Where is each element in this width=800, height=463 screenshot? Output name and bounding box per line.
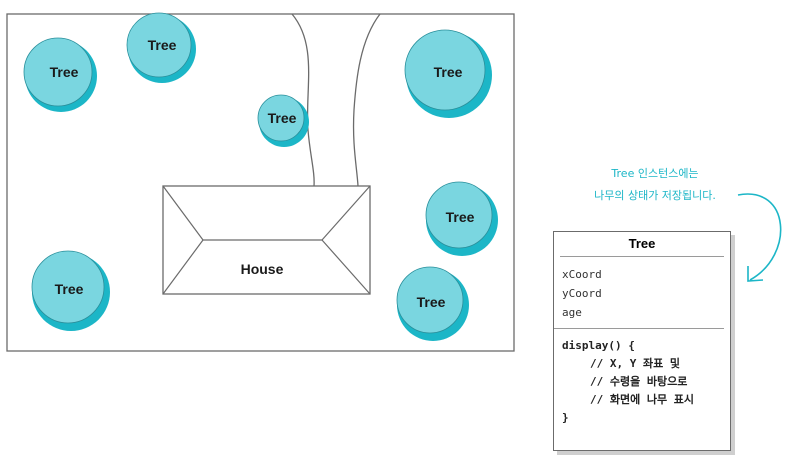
- method-line: // 수령을 바탕으로: [590, 375, 688, 388]
- house: House: [162, 185, 371, 295]
- annotation-arrow: [737, 193, 782, 281]
- field-ycoord: yCoord: [562, 287, 602, 300]
- field-xcoord: xCoord: [562, 268, 602, 281]
- tree-class-box: Tree xCoord yCoord age display() { // X,…: [553, 231, 731, 451]
- tree-label: Tree: [148, 37, 177, 53]
- method-line: // 화면에 나무 표시: [590, 393, 694, 406]
- tree-label: Tree: [55, 281, 84, 297]
- class-name: Tree: [560, 232, 724, 257]
- path-right-edge: [352, 13, 381, 187]
- yard-boundary: [6, 13, 515, 352]
- annotation-line-2: 나무의 상태가 저장됩니다.: [594, 189, 716, 202]
- annotation-line-1: Tree 인스턴스에는: [611, 167, 699, 180]
- class-methods: display() { // X, Y 좌표 및 // 수령을 바탕으로 // …: [554, 329, 730, 427]
- tree-2: Tree: [126, 12, 196, 83]
- tree-4: Tree: [404, 29, 492, 118]
- method-line: // X, Y 좌표 및: [590, 357, 680, 370]
- house-label: House: [241, 261, 284, 277]
- annotation-arrowhead: [747, 266, 764, 282]
- tree-6: Tree: [31, 250, 110, 331]
- tree-label: Tree: [434, 64, 463, 80]
- tree-label: Tree: [268, 110, 297, 126]
- method-line: display() {: [562, 339, 635, 352]
- annotation-note: Tree 인스턴스에는 나무의 상태가 저장됩니다.: [560, 163, 750, 207]
- tree-label: Tree: [417, 294, 446, 310]
- tree-label: Tree: [50, 64, 79, 80]
- tree-5: Tree: [425, 181, 498, 256]
- field-age: age: [562, 306, 582, 319]
- tree-3: Tree: [257, 94, 309, 147]
- tree-label: Tree: [446, 209, 475, 225]
- tree-1: Tree: [23, 37, 97, 112]
- method-line: }: [562, 411, 569, 424]
- class-fields: xCoord yCoord age: [554, 257, 724, 329]
- tree-7: Tree: [396, 266, 469, 341]
